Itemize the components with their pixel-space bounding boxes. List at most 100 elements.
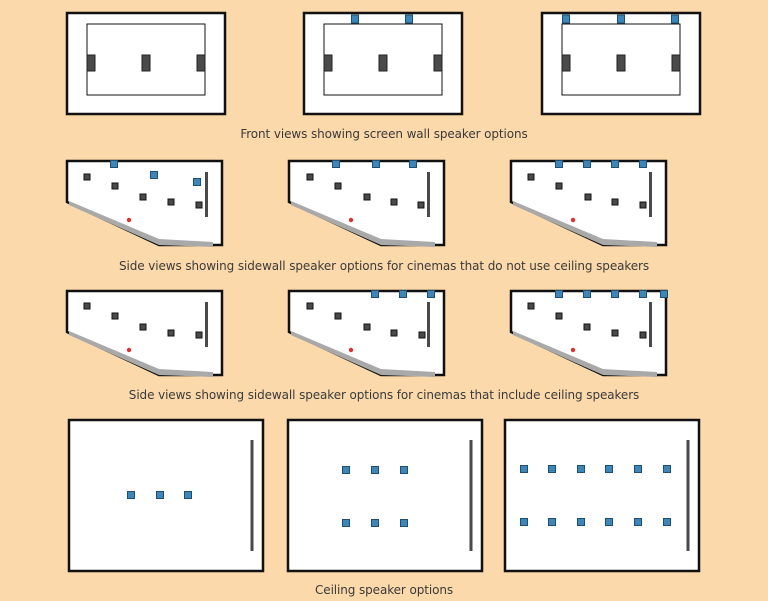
blue-speaker-icon	[583, 160, 591, 168]
speaker-icon	[584, 193, 592, 201]
screen-channel-speaker-icon	[141, 54, 151, 72]
blue-speaker-icon	[548, 518, 556, 526]
caption-ceiling-options: Ceiling speaker options	[315, 583, 453, 597]
blue-speaker-icon	[611, 160, 619, 168]
screen-line-icon	[469, 440, 473, 551]
sloped-floor	[69, 201, 213, 247]
screen-line-icon	[427, 172, 430, 217]
screen-channel-speaker-icon	[616, 54, 626, 72]
blue-speaker-icon	[372, 160, 380, 168]
speaker-icon	[363, 193, 371, 201]
speaker-icon	[306, 173, 314, 181]
speaker-icon	[390, 329, 398, 337]
speaker-icon	[390, 198, 398, 206]
blue-speaker-icon	[351, 14, 359, 24]
speaker-icon	[111, 312, 119, 320]
speaker-icon	[555, 182, 563, 190]
ceiling-plan-panel	[67, 418, 265, 573]
speaker-icon	[334, 312, 342, 320]
blue-speaker-icon	[555, 160, 563, 168]
speaker-icon	[639, 331, 647, 339]
blue-speaker-icon	[548, 465, 556, 473]
screen-channel-speaker-icon	[561, 54, 571, 72]
blue-speaker-icon	[671, 14, 679, 24]
listener-dot-icon	[570, 217, 576, 223]
screen-channel-speaker-icon	[671, 54, 681, 72]
listener-dot-icon	[348, 347, 354, 353]
blue-speaker-icon	[634, 465, 642, 473]
blue-speaker-icon	[639, 290, 647, 298]
speaker-icon	[167, 198, 175, 206]
blue-speaker-icon	[555, 290, 563, 298]
speaker-icon	[555, 312, 563, 320]
blue-speaker-icon	[184, 491, 192, 499]
screen-line-icon	[427, 302, 430, 347]
blue-speaker-icon	[611, 290, 619, 298]
listener-dot-icon	[126, 217, 132, 223]
screen-channel-speaker-icon	[86, 54, 96, 72]
sloped-floor	[513, 201, 657, 247]
blue-speaker-icon	[332, 160, 340, 168]
blue-speaker-icon	[583, 290, 591, 298]
speaker-icon	[418, 331, 426, 339]
blue-speaker-icon	[409, 160, 417, 168]
blue-speaker-icon	[400, 466, 408, 474]
speaker-icon	[195, 201, 203, 209]
caption-front-views: Front views showing screen wall speaker …	[240, 127, 528, 141]
blue-speaker-icon	[562, 14, 570, 24]
speaker-icon	[527, 173, 535, 181]
screen-line-icon	[649, 172, 652, 217]
blue-speaker-icon	[150, 171, 158, 179]
screen-line-icon	[250, 440, 254, 551]
sloped-floor	[69, 331, 213, 377]
blue-speaker-icon	[371, 519, 379, 527]
speaker-icon	[195, 331, 203, 339]
ceiling-plan-panel	[503, 418, 701, 573]
speaker-icon	[111, 182, 119, 190]
speaker-icon	[417, 201, 425, 209]
blue-speaker-icon	[617, 14, 625, 24]
blue-speaker-icon	[660, 290, 668, 298]
listener-dot-icon	[126, 347, 132, 353]
blue-speaker-icon	[127, 491, 135, 499]
blue-speaker-icon	[156, 491, 164, 499]
listener-dot-icon	[348, 217, 354, 223]
blue-speaker-icon	[634, 518, 642, 526]
blue-speaker-icon	[110, 160, 118, 168]
speaker-icon	[334, 182, 342, 190]
speaker-icon	[611, 329, 619, 337]
screen-channel-speaker-icon	[196, 54, 206, 72]
speaker-icon	[363, 323, 371, 331]
blue-speaker-icon	[605, 518, 613, 526]
screen-line-icon	[649, 302, 652, 347]
speaker-icon	[583, 323, 591, 331]
blue-speaker-icon	[342, 519, 350, 527]
speaker-icon	[611, 198, 619, 206]
speaker-icon	[83, 173, 91, 181]
sloped-floor	[291, 331, 435, 377]
blue-speaker-icon	[193, 178, 201, 186]
blue-speaker-icon	[639, 160, 647, 168]
blue-speaker-icon	[342, 466, 350, 474]
blue-speaker-icon	[663, 465, 671, 473]
blue-speaker-icon	[577, 518, 585, 526]
speaker-icon	[139, 323, 147, 331]
speaker-icon	[527, 302, 535, 310]
blue-speaker-icon	[400, 519, 408, 527]
speaker-icon	[639, 201, 647, 209]
screen-line-icon	[205, 172, 208, 217]
screen-line-icon	[205, 302, 208, 347]
listener-dot-icon	[570, 347, 576, 353]
blue-speaker-icon	[520, 465, 528, 473]
blue-speaker-icon	[427, 290, 435, 298]
sloped-floor	[291, 201, 435, 247]
speaker-icon	[83, 302, 91, 310]
speaker-icon	[306, 302, 314, 310]
speaker-icon	[167, 329, 175, 337]
blue-speaker-icon	[371, 466, 379, 474]
screen-channel-speaker-icon	[378, 54, 388, 72]
blue-speaker-icon	[577, 465, 585, 473]
screen-channel-speaker-icon	[433, 54, 443, 72]
blue-speaker-icon	[663, 518, 671, 526]
